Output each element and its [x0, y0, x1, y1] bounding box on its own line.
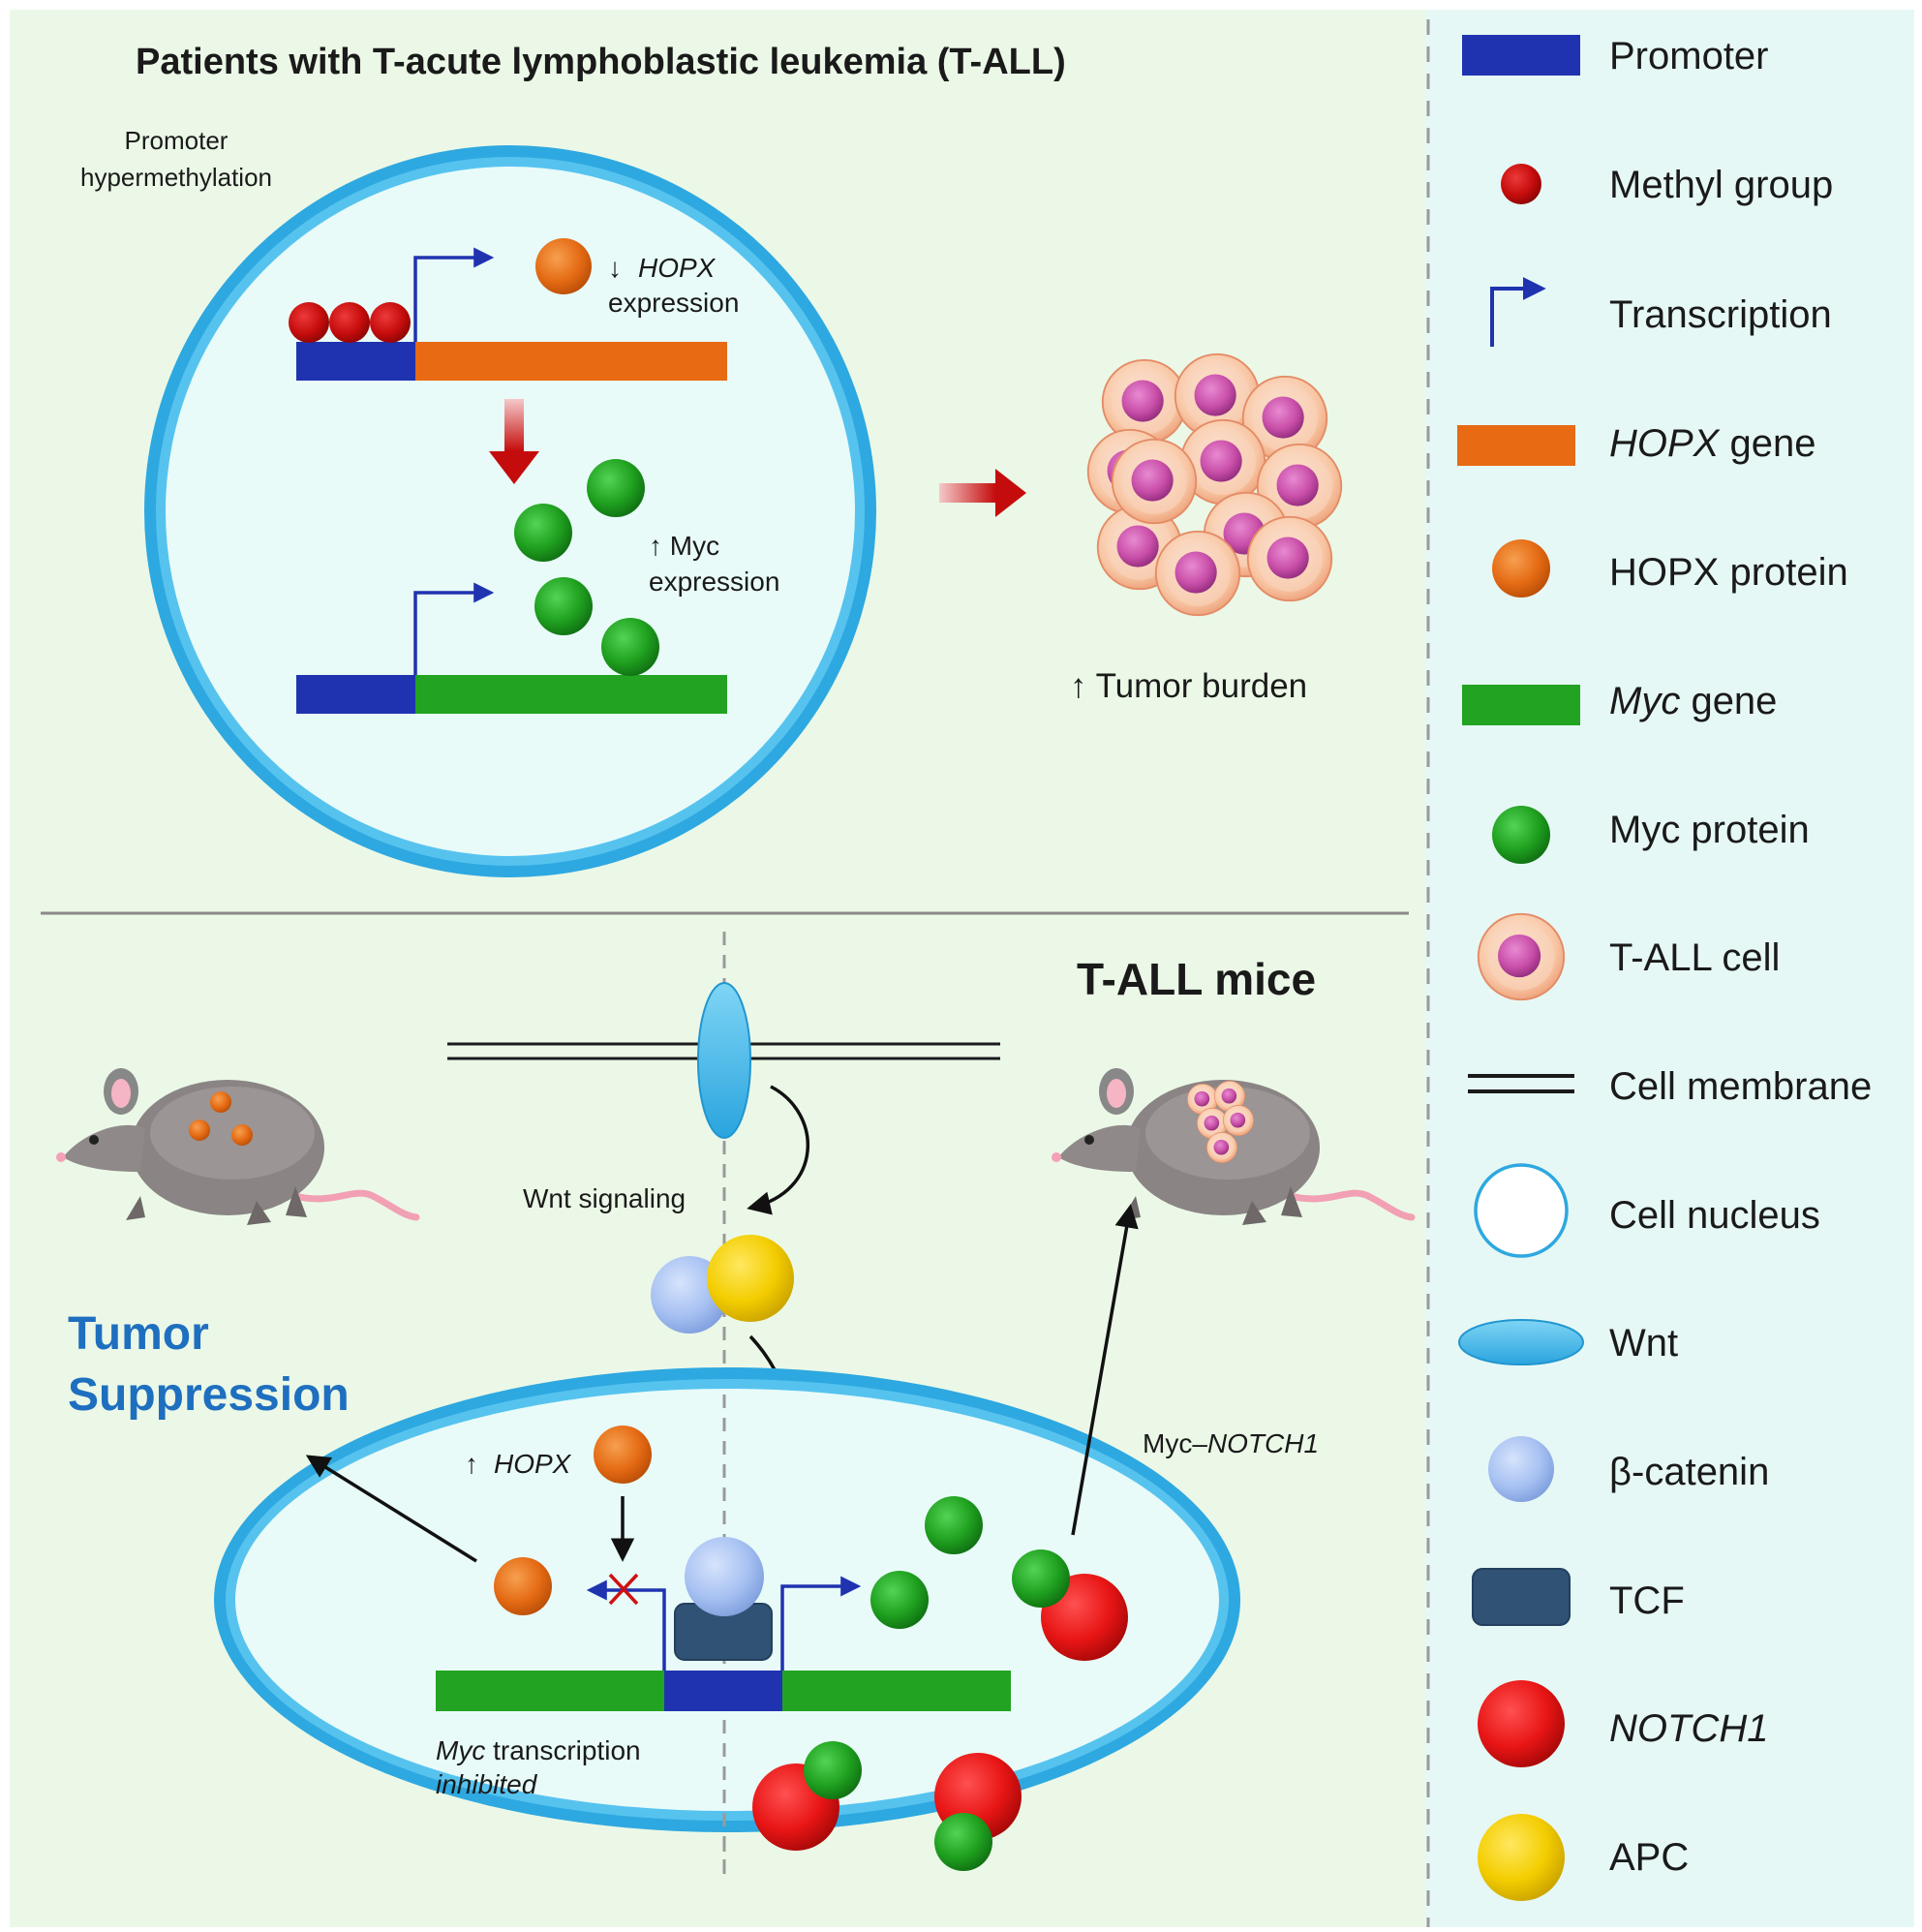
wnt-signaling-arrow: [747, 1085, 810, 1215]
legend: Promoter Methyl group Transcription HOPX…: [1457, 35, 1872, 1901]
cell-membrane-icon: [1468, 1074, 1574, 1093]
top-cell-nucleus: [144, 145, 876, 877]
legend-label-myc-gene: Myc gene: [1609, 680, 1777, 722]
legend-label-beta-catenin: β-catenin: [1609, 1451, 1769, 1493]
legend-label-cell-membrane: Cell membrane: [1609, 1065, 1872, 1108]
hopx-protein-nucleus-lower: [494, 1557, 552, 1615]
wnt-receptor: [697, 982, 751, 1139]
hopx-up-gene-label: HOPX: [494, 1449, 572, 1479]
tcf-icon: [1472, 1568, 1571, 1626]
methyl-group-2: [329, 302, 370, 343]
top-myc-gene: [415, 675, 727, 714]
myc-protein-nucleus-1: [925, 1496, 983, 1554]
legend-label-tall-cell: T-ALL cell: [1609, 936, 1780, 979]
hopx-protein-nucleus-upper: [594, 1426, 652, 1484]
myc-protein-top-3: [534, 577, 593, 635]
red-right-arrow-shaft: [939, 483, 995, 503]
methyl-group-3: [370, 302, 411, 343]
legend-label-promoter: Promoter: [1609, 35, 1769, 77]
hopx-expression-gene-label: HOPX: [638, 253, 717, 283]
wnt-icon: [1458, 1319, 1584, 1365]
legend-label-notch1: NOTCH1: [1609, 1707, 1768, 1750]
myc-notch1-label: Myc–NOTCH1: [1143, 1428, 1319, 1458]
myc-transcription-gene: Myc: [436, 1735, 485, 1765]
legend-label-methyl-group: Methyl group: [1609, 164, 1833, 206]
hopx-protein-top: [535, 238, 592, 294]
transcription-arrow-icon: [1490, 277, 1546, 347]
top-hopx-gene: [415, 342, 727, 381]
myc-notch1-prefix: Myc–: [1143, 1428, 1207, 1458]
myc-notch1-gene: NOTCH1: [1207, 1428, 1319, 1458]
legend-label-cell-nucleus: Cell nucleus: [1609, 1194, 1820, 1237]
hopx-protein-icon: [1492, 539, 1550, 598]
myc-bound-notch1-3: [934, 1813, 992, 1871]
legend-label-myc-protein: Myc protein: [1609, 809, 1810, 851]
methyl-group-icon: [1501, 164, 1541, 204]
myc-gene-icon: [1462, 685, 1580, 725]
red-down-arrow-head: [489, 451, 539, 484]
top-transcription-arrow-myc: [413, 582, 495, 675]
myc-protein-top-1: [587, 459, 645, 517]
transcription-blocked-x: [608, 1573, 639, 1606]
legend-label-wnt: Wnt: [1609, 1322, 1678, 1365]
tumor-burden-label: ↑ Tumor burden: [1070, 667, 1307, 705]
hopx-down-arrow: ↓: [608, 253, 622, 283]
promoter-hypermethylation-label-line2: hypermethylation: [80, 163, 272, 192]
tumor-suppression-arrow: [305, 1455, 477, 1563]
tumor-cell-cluster: [1086, 353, 1343, 617]
hopx-expression-label: expression: [608, 288, 739, 318]
hopx-up-arrow: ↑: [465, 1449, 478, 1479]
beta-catenin-nucleus: [685, 1537, 764, 1616]
myc-up-label: ↑ Myc: [649, 531, 719, 561]
top-myc-promoter: [296, 675, 415, 714]
promoter-icon: [1462, 35, 1580, 76]
legend-label-hopx-protein: HOPX protein: [1609, 551, 1848, 594]
cell-nucleus-icon: [1474, 1163, 1569, 1258]
legend-label-hopx-gene: HOPX gene: [1609, 422, 1815, 465]
promoter-hypermethylation-label-line1: Promoter: [125, 126, 229, 155]
blocked-transcription-arrow: [586, 1579, 666, 1671]
myc-protein-icon: [1492, 806, 1550, 864]
myc-protein-nucleus-2: [870, 1571, 929, 1629]
myc-bound-notch1-1: [1012, 1549, 1070, 1608]
legend-label-transcription: Transcription: [1609, 293, 1832, 336]
legend-label-apc: APC: [1609, 1836, 1689, 1879]
hopx-in-left-mouse: [189, 1091, 253, 1146]
tall-cell-icon: [1477, 912, 1566, 1001]
tumor-suppression-line2: Suppression: [68, 1369, 350, 1421]
bottom-myc-gene-right: [782, 1671, 1011, 1711]
bottom-panel-title: T-ALL mice: [1077, 954, 1316, 1004]
myc-transcription-text: transcription: [485, 1735, 640, 1765]
notch1-icon: [1478, 1680, 1565, 1767]
top-panel-title: Patients with T-acute lymphoblastic leuk…: [136, 42, 1066, 82]
wnt-signaling-label: Wnt signaling: [523, 1183, 686, 1213]
red-right-arrow-head: [995, 469, 1026, 517]
bottom-myc-gene-left: [436, 1671, 664, 1711]
myc-protein-top-2: [514, 504, 572, 562]
myc-protein-top-4: [601, 618, 659, 676]
myc-transcription-label: Myc transcription: [436, 1735, 641, 1765]
top-transcription-arrow-hopx: [413, 247, 495, 342]
bottom-promoter: [664, 1671, 782, 1711]
myc-bound-notch1-2: [804, 1741, 862, 1799]
myc-notch1-arrow: [1071, 1204, 1139, 1536]
active-transcription-arrow: [780, 1576, 862, 1671]
hopx-gene-icon: [1457, 425, 1575, 466]
legend-label-tcf: TCF: [1609, 1579, 1685, 1622]
myc-expression-label: expression: [649, 567, 779, 597]
inhibited-label: inhibited: [436, 1769, 538, 1799]
apc-cytoplasm: [707, 1235, 794, 1322]
beta-catenin-icon: [1488, 1436, 1554, 1502]
methyl-group-1: [289, 302, 329, 343]
top-promoter: [296, 342, 415, 381]
tumor-suppression-line1: Tumor: [68, 1308, 209, 1360]
apc-icon: [1478, 1814, 1565, 1901]
red-down-arrow-shaft: [504, 399, 524, 451]
